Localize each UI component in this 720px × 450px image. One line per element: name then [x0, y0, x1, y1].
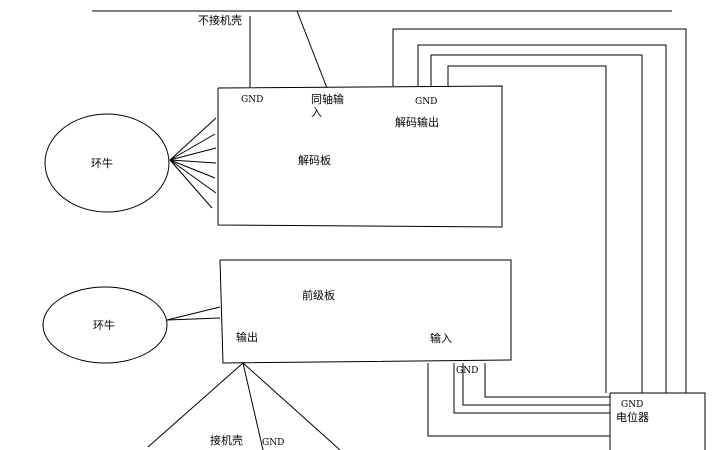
label-decoder-gnd-left: GND — [241, 95, 264, 105]
decoder-out-wire-2 — [417, 44, 667, 393]
label-ground-top: 不接机壳 — [198, 14, 242, 27]
preamp-in-wire-1 — [427, 363, 610, 437]
label-coax-input: 同轴输入 — [311, 93, 344, 119]
label-preamp-board: 前级板 — [302, 289, 335, 302]
toroid-top-fan-wires — [169, 117, 217, 209]
label-toroid-top: 环牛 — [91, 157, 113, 170]
preamp-output-wires — [147, 362, 341, 450]
label-decoder-board: 解码板 — [298, 154, 331, 167]
label-ground-bottom: 接机壳 — [210, 434, 243, 447]
decoder-out-wire-4 — [447, 65, 607, 393]
label-potentiometer: 电位器 — [616, 411, 649, 424]
label-preamp-input: 输入 — [430, 332, 452, 345]
label-ground-bottom-gnd: GND — [262, 438, 285, 448]
label-preamp-output: 输出 — [236, 331, 258, 344]
coax-input-wire — [296, 10, 328, 89]
decoder-out-wire-3 — [430, 54, 643, 393]
label-decoder-gnd-right: GND — [415, 97, 438, 107]
potentiometer-box — [610, 392, 706, 450]
label-preamp-gnd: GND — [456, 366, 479, 376]
toroid-bottom-wires — [166, 306, 221, 321]
label-toroid-bottom: 环牛 — [93, 319, 115, 332]
preamp-gnd-wire — [484, 363, 610, 398]
preamp-in-wire-3 — [462, 363, 610, 406]
toroid-top-shape — [44, 113, 170, 213]
label-decoder-output: 解码输出 — [395, 116, 439, 129]
preamp-in-wire-2 — [453, 363, 610, 414]
toroid-bottom-shape — [42, 286, 168, 364]
label-pot-gnd: GND — [621, 400, 644, 410]
decoder-board-box — [217, 85, 503, 228]
preamp-board-box — [219, 259, 512, 364]
decoder-out-wire-1 — [392, 28, 687, 393]
